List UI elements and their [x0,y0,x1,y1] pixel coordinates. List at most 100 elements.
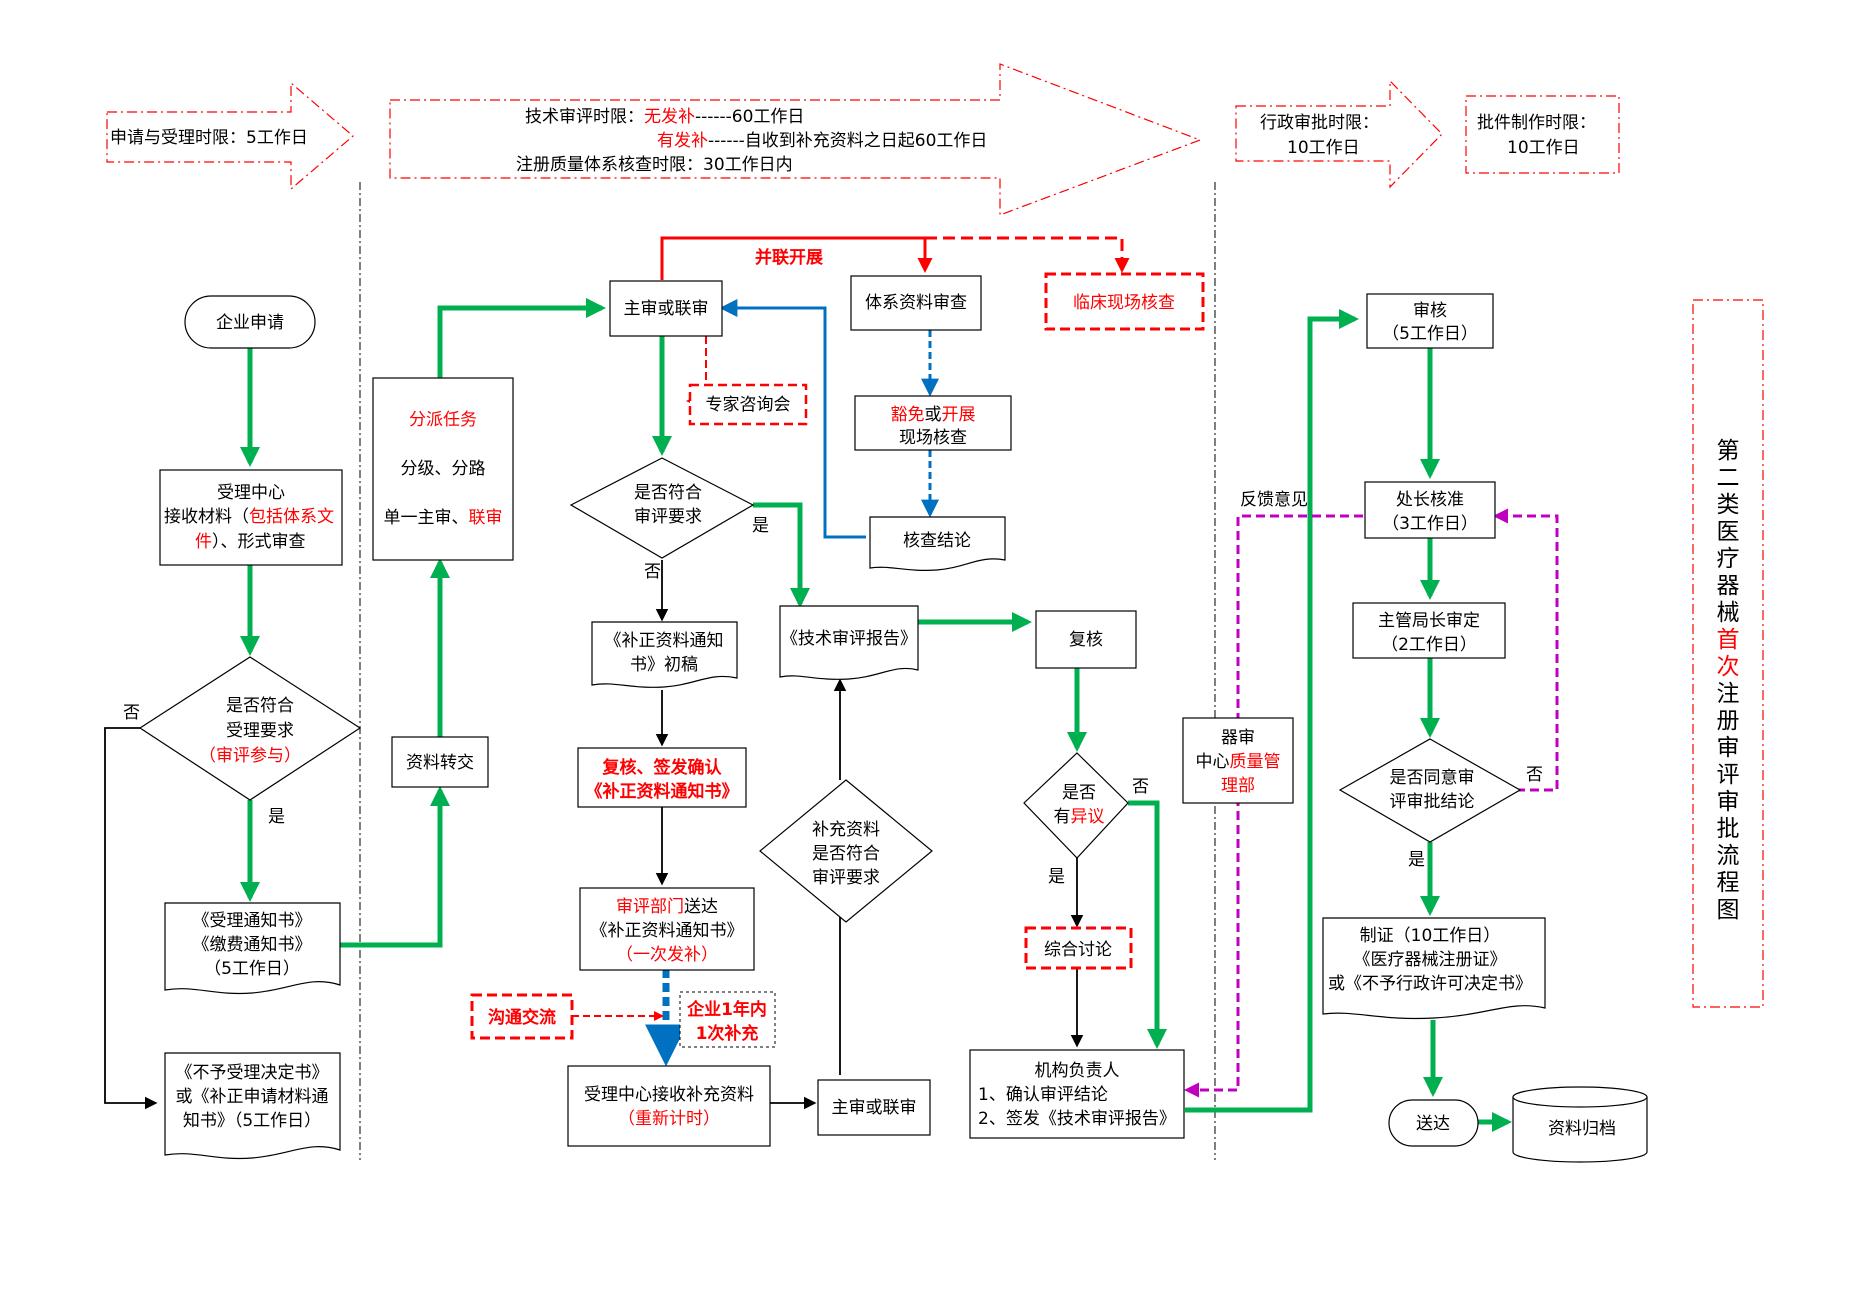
node-intake-center-line3b: ）、形式审查 [212,532,306,552]
node-supp-draft-line1: 《补正资料通知 [605,631,724,651]
node-accept-notice-line3: （5工作日） [204,959,300,979]
node-system-review: 体系资料审查 [850,275,982,331]
node-accept-notice-shape [164,902,341,995]
phase-tech-line2-red: 有发补 [657,131,708,151]
node-assign-task-line2: 分级、分路 [401,459,486,479]
phase-tech-line1-prefix: 技术审评时限： [525,107,644,127]
node-accept-check-line3: （审评参与） [199,746,301,766]
node-assign-task-line1: 分派任务 [409,410,477,430]
phase-admin-line2: 10工作日 [1287,138,1360,158]
node-bureau-decide-line2: （2工作日） [1381,635,1477,655]
node-supp-meets: 补充资料 是否符合 审评要求 [759,779,933,923]
phase-tech-arrow [389,63,1202,216]
edge-notice-transfer [340,786,450,948]
phase-apply-arrow [106,81,354,191]
edge-agree-no-director [1493,508,1559,792]
title-char: 械 [1717,600,1740,626]
node-has-objection-line2: 有异议 [1054,807,1105,827]
node-main-review-2-shape [817,1079,931,1136]
label-no-agree: 否 [1526,765,1543,785]
node-recheck-sign: 复核、签发确认 《补正资料通知书》 [577,747,747,808]
node-org-head-line3: 2、签发《技术审评报告》 [978,1109,1176,1129]
node-intake-center-line1: 受理中心 [217,483,285,503]
node-intake-supp-line2: （重新计时） [618,1109,720,1129]
node-deliver: 送达 [1388,1099,1479,1147]
node-quality-dept-line3: 理部 [1221,776,1255,796]
node-recheck-sign-shape [577,747,747,808]
node-reject-notice-line3: 知书》（5工作日） [183,1111,321,1131]
node-supp-meets-line1: 补充资料 [812,820,880,840]
label-yes-accept: 是 [268,807,285,827]
node-has-objection: 是否 有异议 [1023,752,1129,859]
connectors [104,236,1559,1132]
node-has-objection-line2b: 异议 [1071,807,1105,827]
phase-tech-line3: 注册质量体系核查时限：30工作日内 [516,155,793,175]
node-clinical-check-shape [1044,272,1205,331]
node-intake-center: 受理中心 接收材料（包括体系文 件）、形式审查 [159,469,343,566]
phase-tech-line1-rest: ------60工作日 [695,107,804,127]
node-quality-dept-line2: 中心质量管 [1196,752,1281,772]
node-accept-notice-line1: 《受理通知书》 [193,911,312,931]
title-char: 首 [1717,627,1740,653]
title-char: 批 [1717,816,1740,842]
node-main-review-shape [609,280,723,337]
node-has-objection-shape [1023,752,1129,859]
edge-parallel-clinical [925,236,1130,273]
node-director-approve-shape [1364,481,1496,539]
node-supp-draft-shape [591,621,738,688]
node-quality-dept-line2b: 质量管 [1230,752,1281,772]
node-main-review-2-label: 主审或联审 [832,1098,917,1118]
edge-assign-mainreview [437,298,606,378]
node-assign-task-line3a: 单一主审、 [384,508,469,528]
node-supp-meets-line3: 审评要求 [812,868,880,888]
node-accept-check: 是否符合 受理要求 （审评参与） [138,656,362,801]
node-exempt-onsite-line1: 豁免或开展 [891,405,976,425]
title-char: 审 [1717,789,1740,815]
node-archive-body [1512,1097,1648,1163]
node-enterprise-apply-shape [184,295,316,349]
node-accept-check-line1: 是否符合 [226,696,294,716]
node-communicate: 沟通交流 [470,993,574,1040]
label-parallel: 并联开展 [755,247,823,268]
node-accept-notice-line2: 《缴费通知书》 [193,935,312,955]
node-org-head-line1: 机构负责人 [1035,1061,1120,1081]
node-check-conclusion-label: 核查结论 [903,531,971,551]
label-feedback: 反馈意见 [1240,490,1308,510]
node-director-approve-line2: （3工作日） [1382,514,1478,534]
title-char: 次 [1717,654,1740,680]
edge-meets-report [753,502,810,608]
node-agree-conclusion: 是否同意审 评审批结论 [1338,738,1522,843]
phase-apply-label: 申请与受理时限：5工作日 [110,128,308,148]
node-exempt-onsite: 豁免或开展 现场核查 [854,395,1012,451]
node-exempt-onsite-shape [854,395,1012,451]
phase-tech-line1: 技术审评时限：无发补------60工作日 [525,107,804,127]
title-char: 注 [1717,681,1740,707]
node-intake-supp-shape [567,1065,771,1147]
node-accept-notice: 《受理通知书》 《缴费通知书》 （5工作日） [164,902,341,995]
node-exempt-onsite-line1c: 开展 [942,405,976,425]
node-intake-center-shape [159,469,343,566]
node-clinical-check-label: 临床现场核查 [1073,293,1175,313]
node-dept-deliver-shape [579,887,755,971]
node-has-objection-line2a: 有 [1054,807,1071,827]
node-system-review-label: 体系资料审查 [865,293,967,313]
node-expert-meeting-shape [688,383,808,426]
node-intake-center-line2: 接收材料（包括体系文 [164,507,334,527]
node-enterprise-apply-label: 企业申请 [216,313,284,333]
node-discussion: 综合讨论 [1024,926,1133,970]
node-dept-deliver-line1: 审评部门送达 [616,897,718,917]
phase-admin-arrow [1235,79,1443,189]
node-supp-draft-line2: 书》初稿 [630,655,698,675]
node-communicate-label: 沟通交流 [488,1007,556,1028]
node-expert-meeting: 专家咨询会 [688,383,808,426]
node-exempt-onsite-line2: 现场核查 [899,428,967,448]
node-certificate-line1: 制证（10工作日） [1360,926,1501,946]
node-director-approve: 处长核准 （3工作日） [1364,481,1496,539]
node-main-review-label: 主审或联审 [624,299,709,319]
title-char: 二 [1717,465,1740,491]
node-recheck-sign-line2: 《补正资料通知书》 [586,781,739,802]
node-certificate-line3: 或《不予行政许可决定书》 [1328,974,1532,994]
node-meets-review-line1: 是否符合 [634,483,702,503]
